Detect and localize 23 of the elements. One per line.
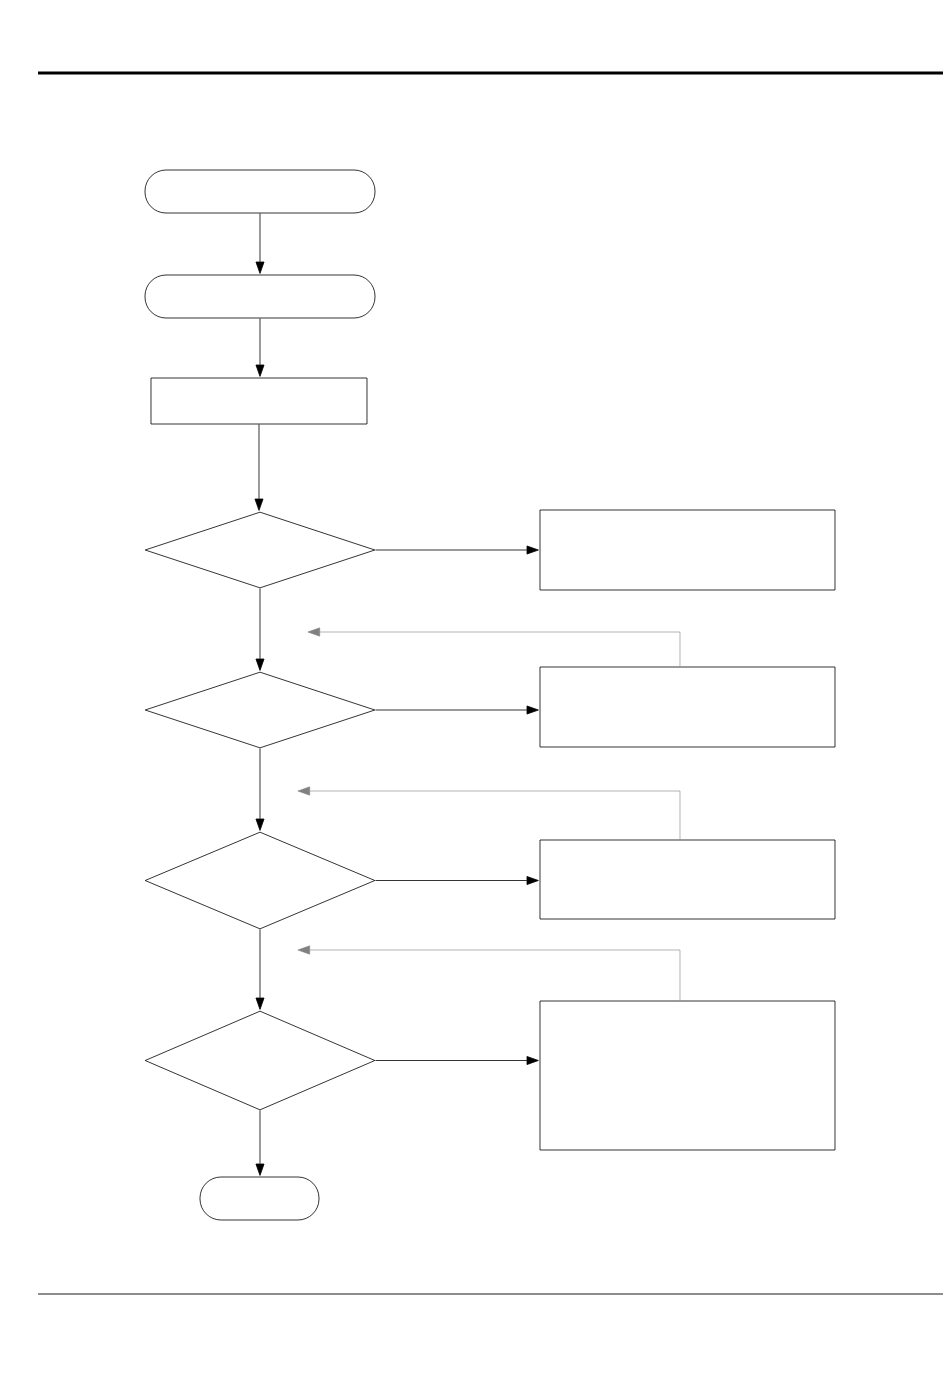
- return-arrow: [297, 945, 681, 1001]
- return-arrow: [307, 627, 681, 667]
- arrow: [254, 424, 264, 511]
- process-box: [539, 509, 836, 591]
- arrow: [255, 748, 265, 831]
- decision-diamond: [144, 1010, 376, 1111]
- process-box: [539, 666, 836, 748]
- arrow: [375, 1056, 539, 1065]
- process-box: [539, 839, 836, 920]
- arrow: [375, 545, 539, 555]
- arrow: [255, 1110, 265, 1176]
- process-box: [539, 1000, 836, 1151]
- arrow: [375, 705, 539, 715]
- decision-diamond: [144, 671, 376, 749]
- return-arrow: [297, 786, 681, 840]
- arrow: [255, 318, 265, 377]
- decision-diamond: [144, 831, 376, 930]
- decision-diamond: [144, 511, 376, 589]
- arrow: [255, 929, 265, 1010]
- arrow: [255, 588, 265, 671]
- arrow: [375, 876, 539, 885]
- process-box: [150, 377, 368, 425]
- arrow: [255, 213, 265, 274]
